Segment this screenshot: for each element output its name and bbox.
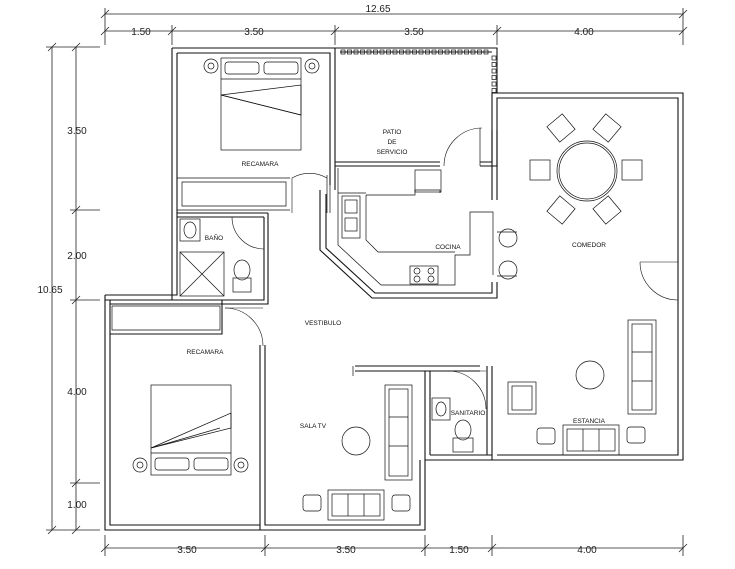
- block-square: [425, 49, 430, 55]
- room-label-estancia: ESTANCIA: [573, 418, 606, 425]
- room-label-comedor: COMEDOR: [572, 242, 606, 249]
- block-square: [438, 49, 443, 55]
- room-label-bano: BAÑO: [205, 233, 223, 242]
- room-label-patio-1: PATIO: [383, 129, 402, 136]
- block-square: [491, 88, 497, 93]
- block-square: [340, 49, 346, 55]
- block-square: [483, 49, 489, 55]
- left-dim-2: 2.00: [67, 251, 87, 262]
- bottom-dim-4: 4.00: [577, 545, 597, 556]
- bottom-dim-2: 3.50: [336, 545, 356, 556]
- estancia-furniture: [507, 319, 657, 456]
- dimension-lines: [46, 8, 688, 556]
- top-dim-1: 1.50: [131, 27, 151, 38]
- bed-bottom: [132, 384, 249, 476]
- room-label-patio-3: SERVICIO: [377, 149, 408, 156]
- block-square: [418, 49, 424, 55]
- room-label-recamara-bottom: RECAMARA: [187, 349, 225, 356]
- room-label-recamara-top: RECAMARA: [242, 161, 280, 168]
- room-label-cocina: COCINA: [435, 244, 461, 251]
- block-square: [360, 49, 365, 55]
- block-square: [451, 49, 456, 55]
- doors: [224, 127, 679, 410]
- left-dim-3: 4.00: [67, 387, 87, 398]
- block-square: [405, 49, 411, 55]
- top-dim-3: 3.50: [404, 27, 424, 38]
- room-label-patio-2: DE: [387, 139, 397, 146]
- block-square: [366, 49, 372, 55]
- block-square: [491, 75, 497, 80]
- block-square: [412, 49, 417, 55]
- block-square: [386, 49, 391, 55]
- bottom-dim-1: 3.50: [177, 545, 197, 556]
- block-square: [353, 49, 359, 55]
- overall-width-label: 12.65: [365, 4, 390, 15]
- block-square: [491, 55, 497, 61]
- block-square: [491, 81, 497, 87]
- top-dim-4: 4.00: [574, 27, 594, 38]
- block-square: [373, 49, 378, 55]
- kitchen-counter: [337, 168, 518, 286]
- top-dim-2: 3.50: [244, 27, 264, 38]
- dining-set: [529, 113, 643, 225]
- interior-walls: [105, 130, 498, 460]
- room-label-sala-tv: SALA TV: [300, 423, 327, 430]
- patio-block-wall: [340, 49, 497, 93]
- bano-fixtures: [179, 218, 252, 297]
- left-dim-1: 3.50: [67, 126, 87, 137]
- block-square: [444, 49, 450, 55]
- block-square: [477, 49, 482, 55]
- block-square: [399, 49, 404, 55]
- bottom-dim-3: 1.50: [449, 545, 469, 556]
- block-square: [431, 49, 437, 55]
- block-square: [379, 49, 385, 55]
- sala-tv-furniture: [302, 384, 413, 521]
- block-square: [347, 49, 352, 55]
- block-square: [457, 49, 463, 55]
- room-label-vestibulo: VESTIBULO: [305, 320, 341, 327]
- sanitario-fixtures: [431, 397, 474, 453]
- exterior-walls: [104, 47, 684, 531]
- left-dim-4: 1.00: [67, 500, 87, 511]
- room-label-sanitario: SANITARIO: [451, 410, 486, 417]
- block-square: [491, 62, 497, 67]
- block-square: [392, 49, 398, 55]
- block-square: [491, 68, 497, 74]
- overall-height-label: 10.65: [37, 285, 62, 296]
- block-square: [470, 49, 476, 55]
- block-square: [464, 49, 469, 55]
- bed-top: [203, 57, 320, 151]
